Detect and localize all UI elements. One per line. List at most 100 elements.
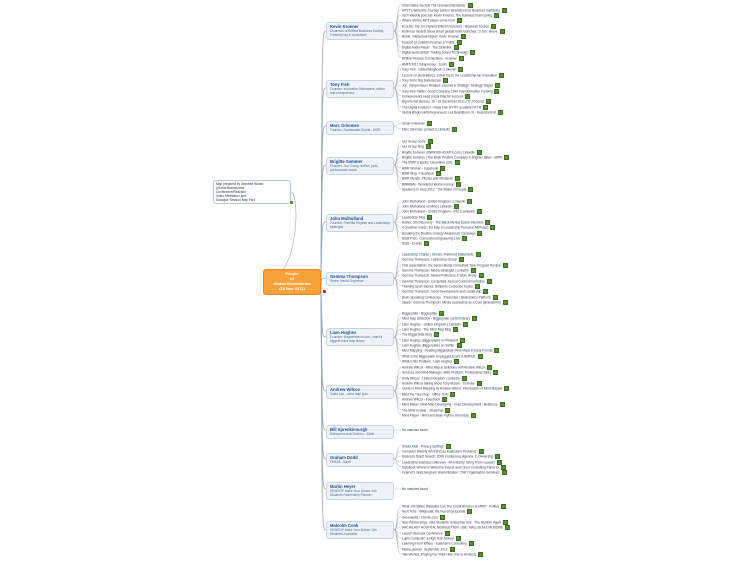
link-icon[interactable] <box>458 55 464 61</box>
person-link-item[interactable]: BWR Moods, Pitches and Whatever <box>402 176 460 182</box>
person-link-item[interactable]: Where did the MP3 player come from <box>402 18 462 24</box>
link-icon[interactable] <box>502 299 508 305</box>
person-link-item[interactable]: Author: 5th Discovery - The Black Mental… <box>402 220 491 225</box>
person-link-item[interactable]: Gemma Thompson: Media Strategist | Linke… <box>402 268 476 274</box>
person-link-item[interactable]: Kroener: the 10x highest British Innovat… <box>402 23 496 29</box>
link-icon[interactable] <box>467 198 473 204</box>
link-icon[interactable] <box>495 454 501 460</box>
link-icon[interactable] <box>445 443 451 449</box>
link-icon[interactable] <box>462 321 468 327</box>
link-icon[interactable] <box>441 396 447 402</box>
link-icon[interactable] <box>439 514 445 520</box>
link-icon[interactable] <box>458 67 464 73</box>
person-link-item[interactable]: John Mulholland - United Kingdom | Linke… <box>402 198 473 204</box>
person-link-item[interactable]: Mind the Tree shop - Office 2000 <box>402 391 456 397</box>
central-topic[interactable]: People of Global Brainstorms (19 Nov 201… <box>263 269 321 295</box>
person-link-item[interactable]: BISB - Events <box>402 241 429 247</box>
person-link-item[interactable]: Breaking the Routine: Energy Awareness C… <box>402 230 483 236</box>
person-link-item[interactable]: Smart Orienteer <box>402 121 432 127</box>
link-icon[interactable] <box>440 165 446 171</box>
link-icon[interactable] <box>497 459 503 465</box>
link-icon[interactable] <box>476 209 482 215</box>
link-icon[interactable] <box>470 268 476 274</box>
person-link-item[interactable]: Jun. Intrepreneurs-Related: external & S… <box>402 83 501 89</box>
person-link-item[interactable]: Learning From Where - Eastman's Consulti… <box>402 541 474 547</box>
link-icon[interactable] <box>433 332 439 338</box>
link-icon[interactable] <box>290 201 293 204</box>
link-icon[interactable] <box>499 29 505 34</box>
link-icon[interactable] <box>468 541 474 547</box>
person-link-item[interactable]: Support at Linkedin Kroener & Profile <box>402 39 462 45</box>
person-link-item[interactable]: Liam Hughes - United Kingdom | LinkedIn <box>402 321 468 327</box>
link-icon[interactable] <box>468 186 474 192</box>
person-link-item[interactable]: Mind Player - Mind and Brain rhythm mind… <box>402 412 476 418</box>
person-link-item[interactable]: No matches found <box>402 428 428 432</box>
link-icon[interactable] <box>467 509 473 515</box>
person-link-item[interactable]: Guide to Mind Mapping by Andrew Wilcox: … <box>402 386 510 392</box>
link-icon[interactable] <box>461 34 467 40</box>
link-icon[interactable] <box>427 139 433 145</box>
person-link-item[interactable]: Greenwatts - Omote.com <box>402 514 445 520</box>
person-link-item[interactable]: New Partnerships: Intra Students: Enterp… <box>402 520 509 526</box>
link-icon[interactable] <box>494 13 500 19</box>
person-link-item[interactable]: Leadership Business Unknown - Alt-Indust… <box>402 459 503 465</box>
person-link-item[interactable]: Big Internet Bureau, 16 - 18 December 20… <box>402 99 492 105</box>
link-icon[interactable] <box>453 204 459 210</box>
person-link-item[interactable]: Thinking Sport Stories: Brilliant's Corp… <box>402 283 480 289</box>
person-link-item[interactable]: The Biggerplate Blog <box>402 332 439 338</box>
link-icon[interactable] <box>454 160 460 166</box>
link-icon[interactable] <box>454 358 460 364</box>
link-icon[interactable] <box>501 7 507 13</box>
person-link-item[interactable]: Launch Bureaux Conference <box>402 530 450 536</box>
person-link-item[interactable]: Gemma Thompson: Consultant Journal Conte… <box>402 278 492 284</box>
link-icon[interactable] <box>448 62 454 68</box>
link-icon[interactable] <box>501 464 507 470</box>
link-icon[interactable] <box>487 365 493 371</box>
person-link-item[interactable]: What is Biz Problem : Liam Hughes <box>402 358 460 364</box>
person-link-item[interactable]: Ideals / Gemma Thompson: Media Leadershi… <box>402 299 508 305</box>
person-link-item[interactable]: Andrew Wilcox talking about Tony Buzan -… <box>402 381 482 387</box>
map-note[interactable]: Map prepared by Jeanette Winter (Global … <box>213 180 291 204</box>
person-link-item[interactable]: Gemma Thompson: Good Development and Lea… <box>402 289 489 295</box>
link-icon[interactable] <box>475 252 481 258</box>
link-icon[interactable] <box>476 381 482 387</box>
person-link-item[interactable]: ARCHILAST HOSPITAL NEWSLETTER: USE: MALC… <box>402 525 510 531</box>
person-link-item[interactable]: Global Blogbook/Entrepreneurs: Les Brain… <box>402 109 503 115</box>
link-icon[interactable] <box>456 39 462 45</box>
link-icon[interactable] <box>498 72 504 78</box>
person-link-item[interactable]: Brigitte Sommer | The Brain Positive Com… <box>402 155 509 161</box>
link-icon[interactable] <box>458 257 464 263</box>
person-link-item[interactable]: What 100 Billion Websites Can The Credit… <box>402 504 507 510</box>
link-icon[interactable] <box>469 50 475 56</box>
link-icon[interactable] <box>493 370 499 376</box>
person-link-item[interactable]: Talk Wishes: Praying For Their Hole One … <box>402 551 484 557</box>
link-icon[interactable] <box>494 88 500 94</box>
person-link-item[interactable]: Tony Fish : Global Blogbook | LinkedIn <box>402 67 464 73</box>
person-link-item[interactable]: Britline Finance Connections - Kroener <box>402 55 464 61</box>
link-icon[interactable] <box>450 391 456 397</box>
link-icon[interactable] <box>489 225 495 231</box>
link-icon[interactable] <box>459 337 465 343</box>
link-icon[interactable] <box>492 294 498 300</box>
attachment-icon[interactable] <box>323 290 326 293</box>
person-link-item[interactable]: Mind Mapping : Reading Biggerplate Mind … <box>402 348 500 354</box>
person-link-item[interactable]: AMF5 2011 Intraprenuer : Earth <box>402 62 454 68</box>
person-link-item[interactable]: Marc Grimmes contact & LinkedIn <box>402 126 458 132</box>
person-link-item[interactable]: Leadership Blog <box>402 214 433 220</box>
link-icon[interactable] <box>474 283 480 289</box>
person-link-item[interactable]: Biggerplate - Biggerplate <box>402 311 445 317</box>
link-icon[interactable] <box>439 311 445 317</box>
person-link-item[interactable]: Business models about smart gadget brain… <box>402 29 505 34</box>
link-icon[interactable] <box>425 144 431 150</box>
link-icon[interactable] <box>499 402 505 408</box>
link-icon[interactable] <box>456 181 462 187</box>
person-link-item[interactable]: Lecture on yield-Biotics, a field trip t… <box>402 72 504 78</box>
person-link-item[interactable]: Entrepreneurs need social time for succe… <box>402 93 471 99</box>
link-icon[interactable] <box>427 214 433 220</box>
person-link-item[interactable]: This presentation: the Senior Media Cons… <box>402 262 508 268</box>
